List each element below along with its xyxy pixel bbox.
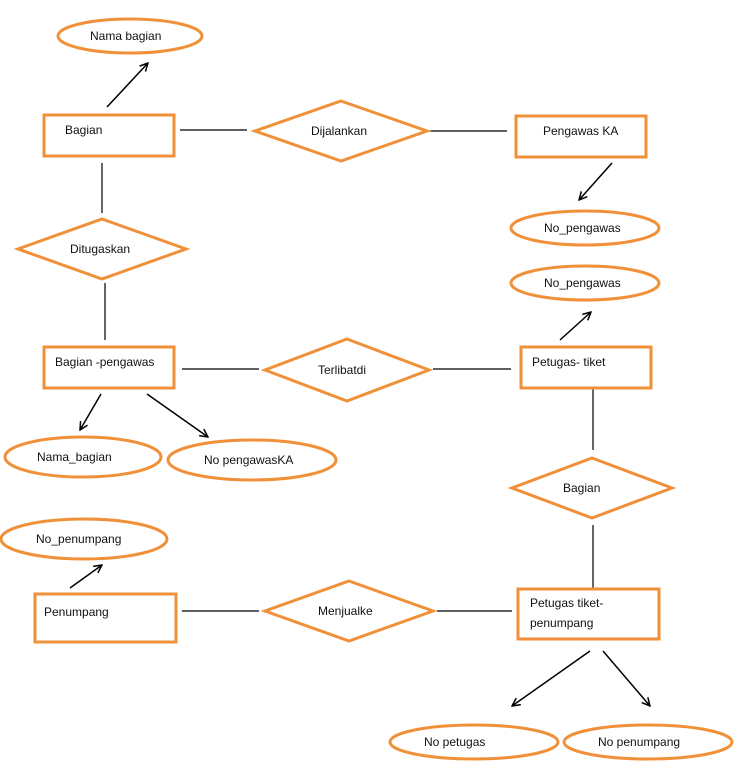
entity-penumpang: Penumpang (33, 592, 178, 644)
attribute-no-penumpang-bottom: No penumpang (562, 723, 734, 761)
entity-pengawas-ka: Pengawas KA (514, 114, 648, 159)
relationship-bagian: Bagian (507, 456, 677, 520)
attribute-no-penumpang-top: No_penumpang (0, 517, 169, 561)
entity-petugas-tiket: Petugas- tiket (519, 345, 653, 390)
arrow-bagianpengawas-nopengawaska (146, 393, 208, 437)
entity-petugas-tiket-label: Petugas- tiket (532, 355, 606, 369)
attribute-no-pengawas-ka: No pengawasKA (166, 438, 338, 482)
attribute-nama-bagian-label: Nama_bagian (37, 450, 112, 464)
entity-petugas-tiket-penumpang: Petugas tiket- penumpang (516, 587, 661, 641)
entity-bagian: Bagian (42, 113, 176, 158)
attribute-nama-bagian: Nama_bagian (3, 435, 163, 479)
entity-bagian-label: Bagian (65, 123, 102, 137)
attribute-no-penumpang-bottom-label: No penumpang (598, 735, 680, 749)
relationship-bagian-label: Bagian (563, 481, 600, 495)
relationship-terlibat-di: Terlibatdi (260, 337, 434, 403)
arrow-bagianpengawas-namabagian (80, 393, 102, 430)
arrow-pengawas-nopengawas (579, 162, 613, 200)
arrow-petugas-nopengawas (559, 312, 591, 341)
entity-penumpang-label: Penumpang (44, 605, 109, 619)
entity-petugas-tiket-penumpang-label-1: Petugas tiket- (530, 596, 603, 610)
entity-pengawas-ka-label: Pengawas KA (543, 124, 618, 138)
attribute-nama-bagian-top-label: Nama bagian (90, 29, 161, 43)
attribute-no-pengawas-ka-label: No pengawasKA (204, 453, 293, 467)
attribute-no-pengawas-2: No_pengawas (509, 264, 661, 302)
relationship-menjual-ke: Menjualke (260, 579, 438, 643)
entity-bagian-pengawas: Bagian -pengawas (42, 345, 176, 390)
entity-petugas-tiket-penumpang-label-2: penumpang (530, 616, 593, 630)
attribute-no-pengawas-2-label: No_pengawas (544, 276, 621, 290)
relationship-dijalankan-label: Dijalankan (311, 124, 367, 138)
attribute-no-petugas: No petugas (388, 723, 560, 761)
relationship-ditugaskan: Ditugaskan (13, 217, 191, 281)
entity-bagian-pengawas-label: Bagian -pengawas (55, 355, 154, 369)
arrow-petugaspenumpang-nopetugas (512, 650, 591, 706)
attribute-no-petugas-label: No petugas (424, 735, 485, 749)
arrow-penumpang-nopenumpang (69, 565, 102, 589)
relationship-ditugaskan-label: Ditugaskan (70, 242, 130, 256)
attribute-no-pengawas-1: No_pengawas (509, 209, 661, 247)
attribute-nama-bagian-top: Nama bagian (56, 17, 204, 55)
attribute-no-penumpang-top-label: No_penumpang (36, 532, 121, 546)
relationship-menjual-ke-label: Menjualke (318, 604, 373, 618)
arrow-petugaspenumpang-nopenumpang (602, 650, 650, 706)
attribute-no-pengawas-1-label: No_pengawas (544, 221, 621, 235)
relationship-dijalankan: Dijalankan (250, 99, 432, 163)
arrow-bagian-nama (106, 63, 148, 108)
relationship-terlibat-di-label: Terlibatdi (318, 363, 366, 377)
